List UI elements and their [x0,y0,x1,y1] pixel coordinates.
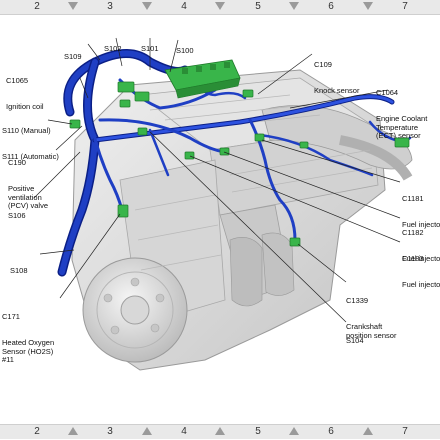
grid-number: 3 [107,1,113,12]
grid-chevron-icon [289,2,299,10]
grid-number: 6 [328,426,334,437]
grid-chevron-icon [68,2,78,10]
grid-number: 4 [181,426,187,437]
grid-number: 4 [181,1,187,12]
grid-number: 7 [402,1,408,12]
connectors [69,81,410,247]
grid-number: 2 [34,426,40,437]
grid-chevron-icon [215,2,225,10]
grid-chevron-icon [68,427,78,435]
grid-chevron-icon [363,2,373,10]
grid-number: 3 [107,426,113,437]
grid-number: 5 [255,426,261,437]
grid-number: 7 [402,426,408,437]
grid-reference-bottom: 2 3 4 5 6 7 [0,424,440,439]
grid-number: 5 [255,1,261,12]
grid-chevron-icon [289,427,299,435]
leader-lines [33,37,401,323]
grid-chevron-icon [142,427,152,435]
grid-chevron-icon [363,427,373,435]
grid-number: 6 [328,1,334,12]
grid-chevron-icon [142,2,152,10]
ignition-coil-pack [164,59,241,99]
grid-chevron-icon [215,427,225,435]
engine-block [71,69,413,371]
grid-reference-top: 2 3 4 5 6 7 [0,0,440,15]
grid-number: 2 [34,1,40,12]
